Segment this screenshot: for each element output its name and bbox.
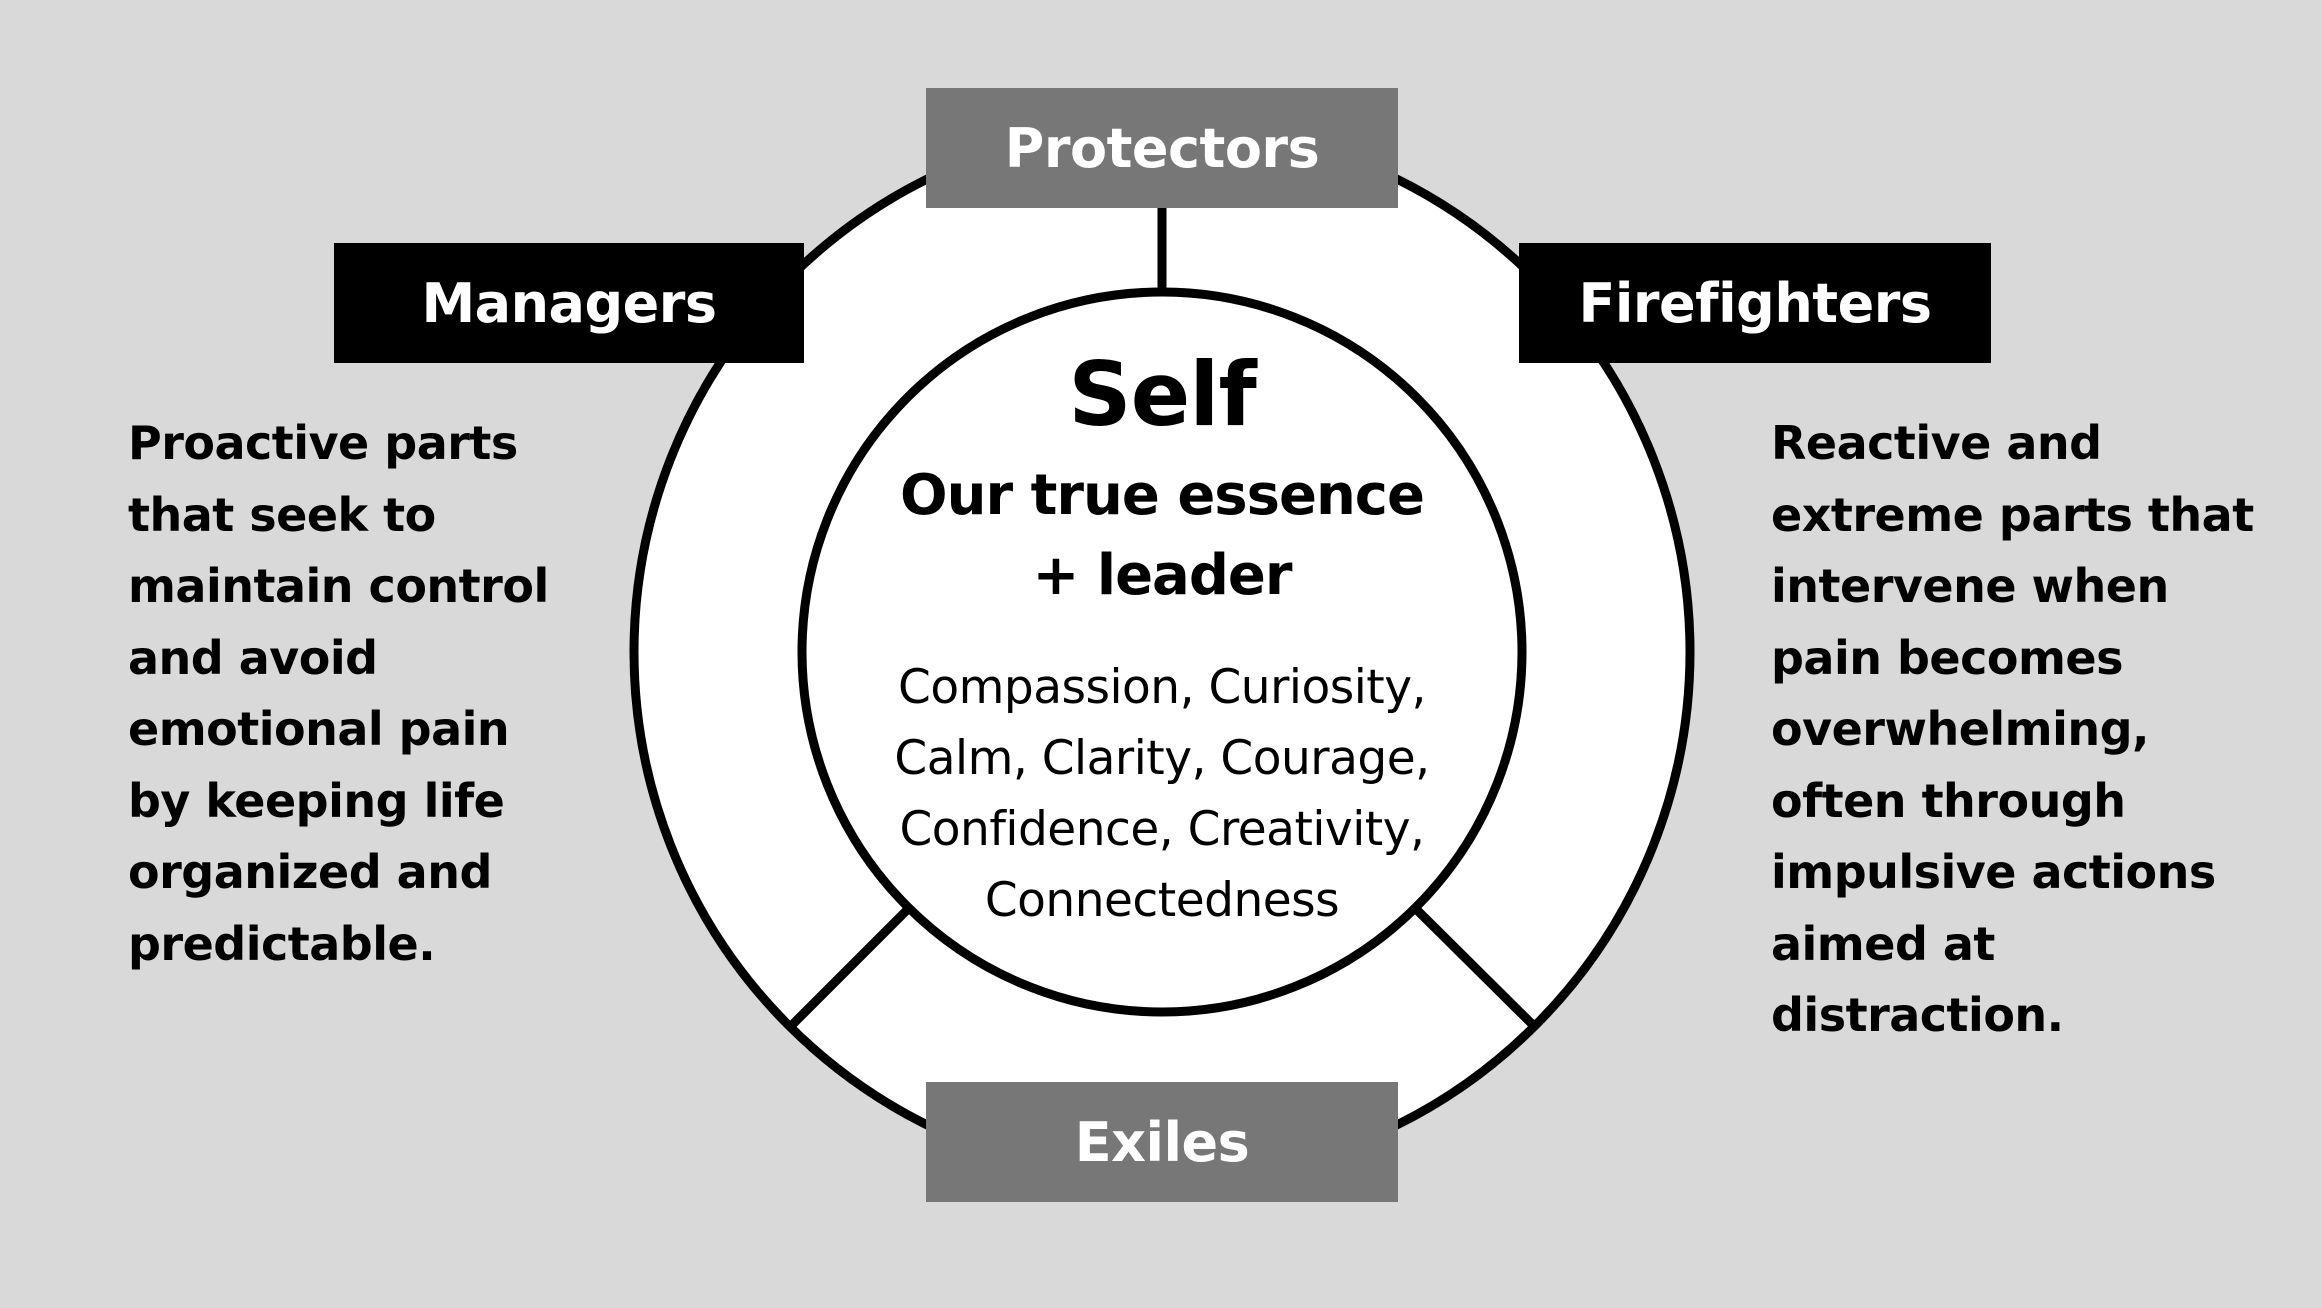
- quality-line: Connectedness: [984, 873, 1340, 928]
- managers-desc-line: that seek to: [128, 487, 436, 542]
- managers-desc-line: organized and: [128, 845, 492, 899]
- firefighters-desc-line: aimed at: [1771, 916, 1995, 971]
- firefighters-label-text: Firefighters: [1578, 271, 1932, 335]
- firefighters-desc-line: overwhelming,: [1771, 702, 2150, 756]
- managers-desc-line: by keeping life: [128, 773, 505, 828]
- firefighters-label: Firefighters: [1519, 243, 1991, 363]
- managers-desc-line: maintain control: [128, 559, 549, 613]
- self-title: Self: [1068, 343, 1257, 446]
- firefighters-desc-line: Reactive and: [1771, 416, 2102, 470]
- managers-desc-line: and avoid: [128, 630, 378, 685]
- managers-desc-line: emotional pain: [128, 702, 510, 756]
- self-subtitle-line: + leader: [1032, 543, 1292, 608]
- managers-desc-line: Proactive parts: [128, 416, 518, 470]
- quality-line: Compassion, Curiosity,: [898, 660, 1426, 715]
- protectors-label: Protectors: [926, 88, 1398, 208]
- protectors-label-text: Protectors: [1004, 116, 1320, 180]
- firefighters-description: Reactive and extreme parts that interven…: [1771, 408, 2254, 1052]
- exiles-label: Exiles: [926, 1082, 1398, 1202]
- divider-right: [1412, 905, 1539, 1031]
- firefighters-desc-line: intervene when: [1771, 559, 2169, 613]
- self-circle: [797, 287, 1527, 1017]
- firefighters-desc-line: often through: [1771, 773, 2126, 828]
- quality-line: Calm, Clarity, Courage,: [894, 731, 1430, 786]
- firefighters-desc-line: pain becomes: [1771, 630, 2124, 685]
- self-subtitle-line: Our true essence: [900, 463, 1425, 528]
- self-qualities: Compassion, Curiosity, Calm, Clarity, Co…: [830, 652, 1494, 936]
- quality-line: Confidence, Creativity,: [899, 802, 1425, 857]
- firefighters-desc-line: extreme parts that: [1771, 487, 2254, 542]
- firefighters-desc-line: impulsive actions: [1771, 845, 2216, 899]
- managers-label-text: Managers: [421, 271, 717, 335]
- divider-left: [789, 905, 912, 1028]
- exiles-label-text: Exiles: [1074, 1110, 1250, 1174]
- managers-description: Proactive parts that seek to maintain co…: [128, 408, 568, 980]
- managers-desc-line: predictable.: [128, 916, 436, 971]
- self-subtitle: Our true essence + leader: [830, 456, 1494, 616]
- managers-label: Managers: [334, 243, 804, 363]
- firefighters-desc-line: distraction.: [1771, 988, 2064, 1042]
